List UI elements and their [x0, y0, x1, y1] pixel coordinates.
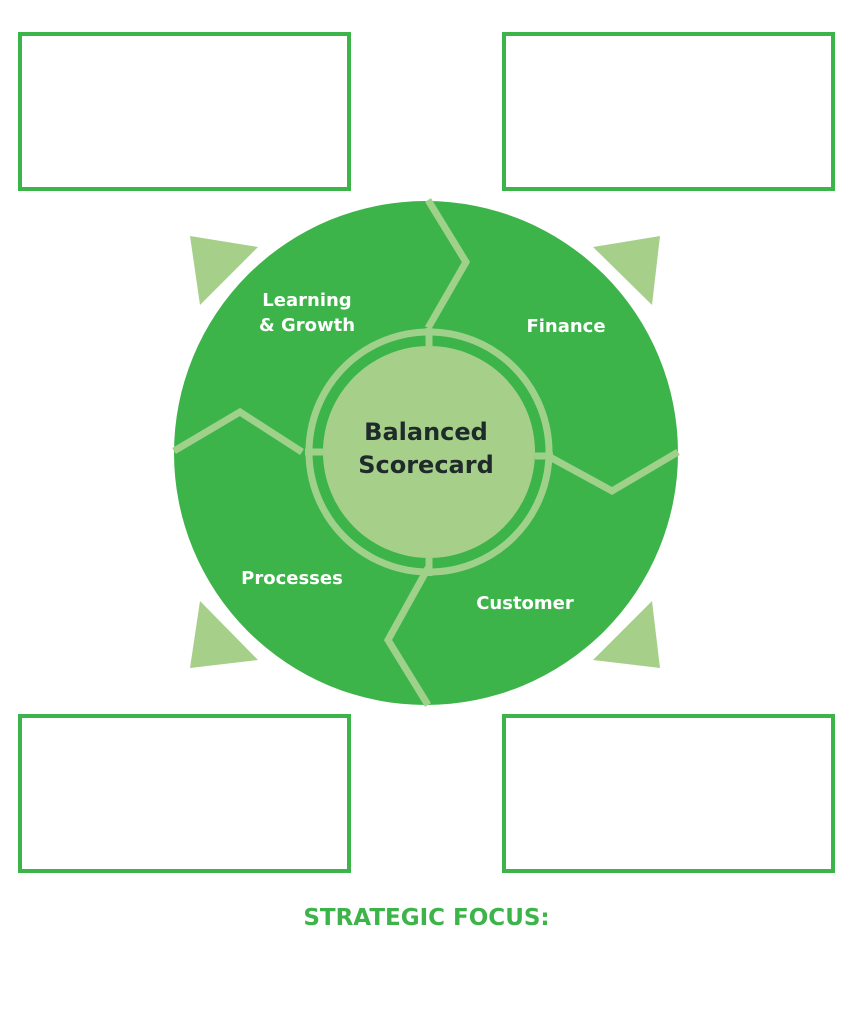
arrow-bottom-right [593, 601, 660, 668]
center-label-line1: Balanced [364, 418, 488, 446]
arrow-top-right [593, 236, 660, 305]
center-circle [323, 346, 535, 558]
arrow-top-left [190, 236, 258, 305]
divider-top [424, 198, 471, 330]
segment-label-processes: Processes [241, 568, 343, 589]
segment-label-customer: Customer [476, 593, 574, 614]
divider-left [172, 407, 304, 455]
arrow-bottom-left [190, 601, 258, 668]
segment-label-learning-line2: & Growth [259, 315, 355, 336]
divider-right [546, 448, 680, 496]
notes-box-top-left[interactable] [18, 32, 351, 191]
strategic-focus-heading: STRATEGIC FOCUS: [303, 905, 550, 931]
center-label-line2: Scorecard [358, 451, 494, 479]
notes-box-bottom-left[interactable] [18, 714, 351, 873]
notes-box-bottom-right[interactable] [502, 714, 835, 873]
divider-bottom [383, 566, 432, 707]
segment-label-finance: Finance [526, 316, 605, 337]
segment-label-learning-line1: Learning [262, 290, 351, 311]
notes-box-top-right[interactable] [502, 32, 835, 191]
